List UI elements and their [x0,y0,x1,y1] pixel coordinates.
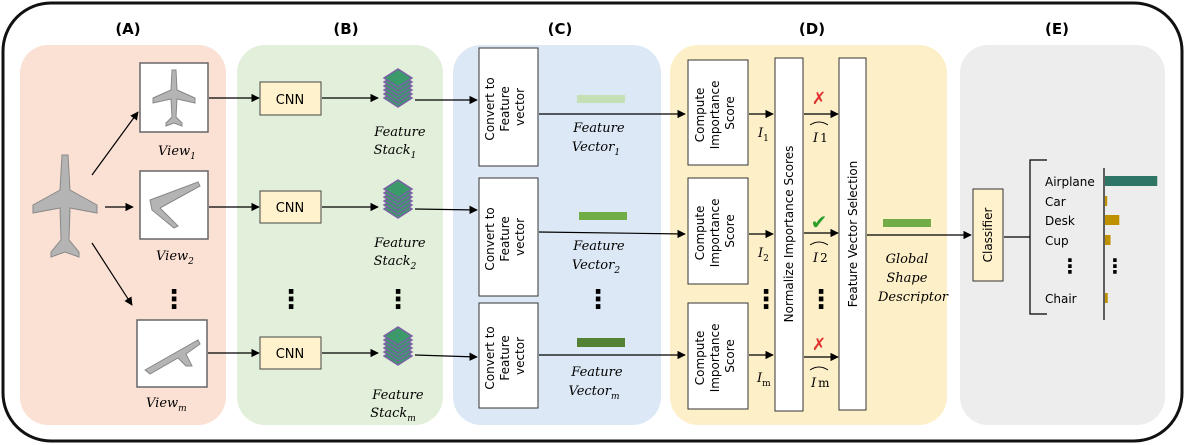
arrow-model-to-view-m [91,242,133,306]
classifier-block: Classifier [972,188,1004,282]
convert-block-1: Convert to Feature vector [478,47,539,167]
class-score-bar [1105,235,1111,245]
class-label: Cup [1045,234,1069,248]
svg-text:Classifier: Classifier [981,208,995,263]
cnn-block-1: CNN [259,81,322,116]
view-thumbnail-1 [139,62,209,133]
compute-score-block-2: Compute Importance Score [687,177,749,285]
feature-stack-icon-m [382,326,414,366]
svg-text:I2: I2 [812,251,828,266]
score-label-m: Im [756,371,771,389]
view-label-m: Viewm [146,396,187,414]
feature-stack-label-1: Feature Stack1 [373,125,429,161]
stack-layer [382,68,414,88]
arrow-stackm-to-convert [414,352,478,361]
class-label: Chair [1045,292,1077,306]
arrow-stack2-to-convert [414,205,478,215]
arrow-convert2-to-compute [538,229,686,239]
svg-text:Compute Importance: Compute Importance Score [693,195,737,268]
svg-text:Normalize Importance Scores: Normalize Importance Scores [782,146,796,323]
ellipsis-normalized: ⋮ [808,285,834,315]
class-bar-ellipsis: ⋮ [1105,254,1125,278]
feature-vector-bar-m [577,338,625,347]
section-label-a: (A) [115,20,140,38]
feature-vector-label-m: Feature Vectorm [569,365,627,402]
reject-mark-icon-m: ✗ [812,335,826,355]
section-label-c: (C) [548,20,573,38]
svg-text:CNN: CNN [276,201,305,216]
feature-stack-label-m: Feature Stackm [370,388,428,424]
score-label-1: I1 [757,126,769,144]
ellipsis-stacks: ⋮ [385,285,411,315]
view-label-2: View2 [156,249,194,267]
ellipsis-views: ⋮ [161,285,187,315]
global-descriptor-label: Global Shape Descriptor [877,252,949,305]
feature-vector-label-2: Feature Vector2 [572,239,629,276]
feature-vector-selection-block: Feature Vector Selection [838,57,867,411]
global-descriptor-bar [883,219,931,227]
panel-e [960,45,1165,425]
score-label-2: I2 [757,246,769,264]
svg-text:Im: Im [810,376,830,391]
section-label-d: (D) [799,20,825,38]
airplane-model-icon [32,154,98,258]
feature-vector-label-1: Feature Vector1 [572,121,629,158]
feature-stack-icon-2 [382,179,414,219]
class-label: Car [1045,195,1066,209]
convert-block-2: Convert to Feature vector [478,177,539,297]
cnn-block-2: CNN [259,190,322,224]
view-thumbnail-m [136,319,208,388]
svg-text:Feature Vector Selection: Feature Vector Selection [846,161,860,308]
stack-layer [382,179,414,199]
ellipsis-cnn: ⋮ [278,285,304,315]
panel-b [237,45,443,425]
svg-text:CNN: CNN [276,93,305,108]
compute-score-block-m: Compute Importance Score [687,302,749,410]
select-check-icon-2: ✔ [811,210,828,234]
class-label: ⋮ [1060,254,1080,278]
view-thumbnail-2 [139,170,209,240]
svg-text:I1: I1 [812,131,828,146]
arrow-model-to-view-1 [91,111,139,176]
stack-layer [382,326,414,346]
svg-text:Compute Importance: Compute Importance Score [693,77,737,150]
class-label: Desk [1045,214,1075,228]
feature-vector-bar-2 [579,212,627,220]
compute-score-block-1: Compute Importance Score [687,59,749,166]
class-score-bar [1105,176,1158,186]
svg-text:Convert to Feature: Convert to Feature vector [483,73,527,140]
cnn-block-m: CNN [259,336,322,370]
normalize-scores-block: Normalize Importance Scores [774,57,804,412]
reject-mark-icon-1: ✗ [812,89,826,109]
ellipsis-vectors: ⋮ [585,285,611,315]
svg-text:Convert to Feature: Convert to Feature vector [483,322,527,389]
feature-vector-bar-1 [577,95,625,103]
svg-text:Convert to Feature: Convert to Feature vector [483,203,527,270]
svg-text:CNN: CNN [276,347,305,362]
feature-stack-label-2: Feature Stack2 [373,236,429,272]
class-score-bar [1105,293,1108,303]
class-score-bar [1105,215,1120,225]
convert-block-m: Convert to Feature vector [478,302,539,409]
feature-stack-icon-1 [382,68,414,108]
class-bracket [1029,159,1047,315]
class-score-bar [1105,196,1108,206]
class-label: Airplane [1045,175,1095,189]
section-label-b: (B) [333,20,358,38]
svg-text:Compute Importance: Compute Importance Score [693,320,737,393]
view-label-1: View1 [158,144,196,162]
section-label-e: (E) [1045,20,1069,38]
